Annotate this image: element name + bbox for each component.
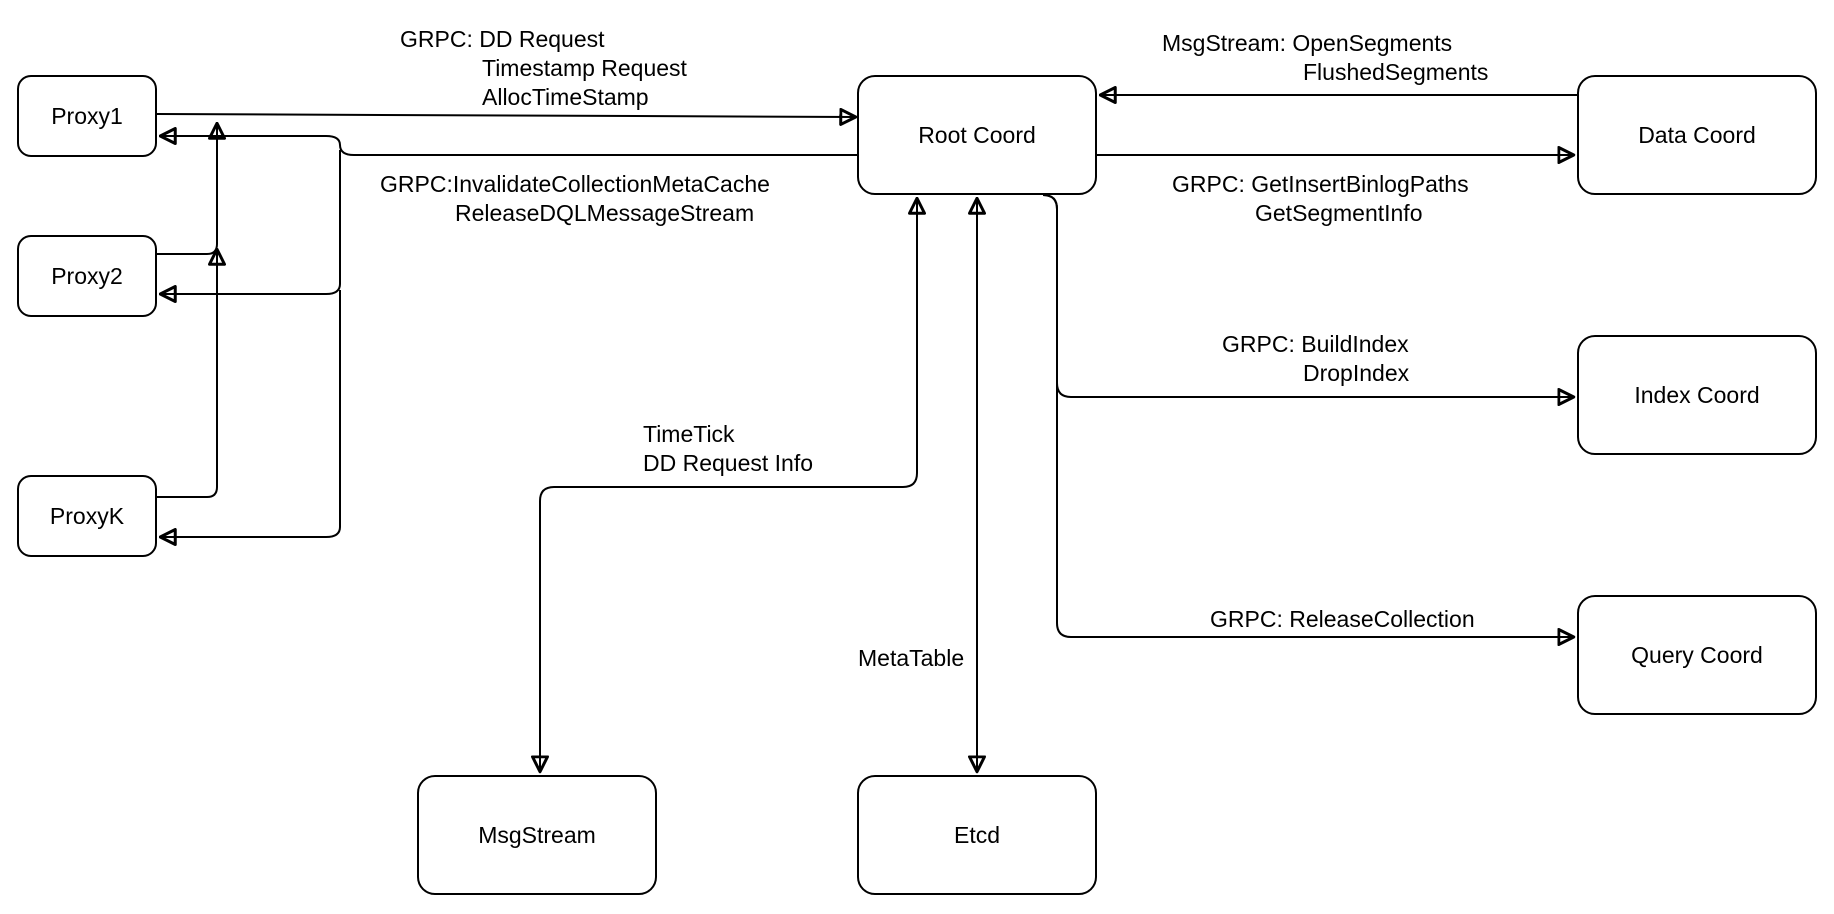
edge-label-root-to-msgstream-line1: TimeTick: [643, 421, 735, 447]
node-root-coord: Root Coord: [857, 75, 1097, 195]
node-index-coord: Index Coord: [1577, 335, 1817, 455]
node-root-coord-label: Root Coord: [918, 121, 1036, 148]
edge-proxy2-to-request-line: [157, 121, 226, 255]
node-query-coord: Query Coord: [1577, 595, 1817, 715]
node-data-coord: Data Coord: [1577, 75, 1817, 195]
edge-label-root-to-data-line2: GetSegmentInfo: [1255, 200, 1423, 226]
node-etcd: Etcd: [857, 775, 1097, 895]
node-msgstream-label: MsgStream: [478, 821, 596, 848]
edge-label-root-to-proxies-line2: ReleaseDQLMessageStream: [455, 200, 755, 226]
edge-label-proxy-to-root-line1: GRPC: DD Request: [400, 26, 605, 52]
node-etcd-label: Etcd: [953, 821, 1001, 848]
edge-label-data-to-root-line2: FlushedSegments: [1303, 59, 1489, 85]
edge-label-proxy-to-root-line2: Timestamp Request: [482, 55, 687, 81]
edge-label-root-to-data-line1: GRPC: GetInsertBinlogPaths: [1172, 171, 1469, 197]
edge-label-data-to-root-line1: MsgStream: OpenSegments: [1162, 30, 1453, 56]
edge-label-root-to-index-line1: GRPC: BuildIndex: [1222, 331, 1409, 357]
node-proxy2-label: Proxy2: [51, 262, 123, 289]
edge-proxyk-to-request-line: [157, 247, 226, 498]
edge-rootcoord-to-querycoord: [1042, 194, 1576, 646]
edge-label-root-to-proxies-line1: GRPC:InvalidateCollectionMetaCache: [380, 171, 770, 197]
edge-label-root-to-index-line2: DropIndex: [1303, 360, 1410, 386]
node-msgstream: MsgStream: [417, 775, 657, 895]
node-index-coord-label: Index Coord: [1634, 381, 1760, 408]
edge-label-root-to-msgstream-line2: DD Request Info: [643, 450, 814, 476]
node-data-coord-label: Data Coord: [1638, 121, 1756, 148]
edge-label-root-to-etcd-line1: MetaTable: [858, 645, 965, 671]
node-proxyk-label: ProxyK: [49, 502, 125, 529]
edge-rootcoord-to-proxy1: [158, 127, 857, 156]
edge-label-proxy-to-root-line3: AllocTimeStamp: [482, 84, 649, 110]
node-proxy1: Proxy1: [17, 75, 157, 157]
node-proxy1-label: Proxy1: [51, 102, 123, 129]
edge-rootcoord-to-proxy2: [158, 150, 341, 303]
edge-proxy1-to-rootcoord: [156, 107, 858, 126]
node-proxy2: Proxy2: [17, 235, 157, 317]
node-query-coord-label: Query Coord: [1631, 641, 1763, 668]
edge-label-root-to-query-line1: GRPC: ReleaseCollection: [1210, 606, 1475, 632]
node-proxyk: ProxyK: [17, 475, 157, 557]
edge-rootcoord-to-proxyk: [158, 290, 341, 546]
edge-rootcoord-msgstream: [531, 196, 926, 774]
